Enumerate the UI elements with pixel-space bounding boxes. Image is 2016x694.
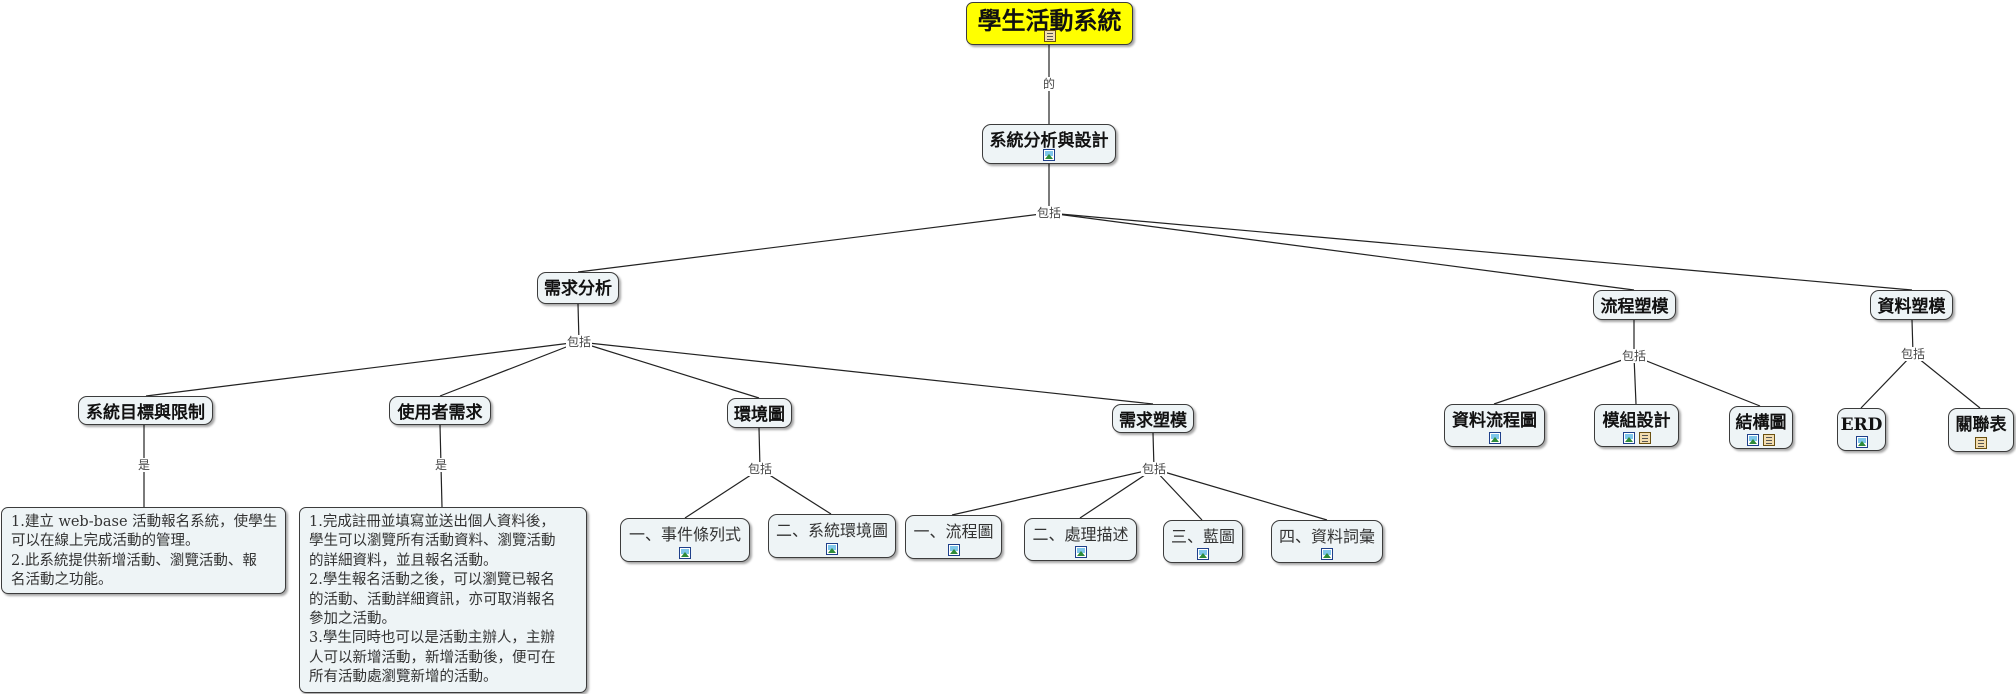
env-child-event-list[interactable]: 一、事件條列式 <box>620 518 750 562</box>
image-icon[interactable] <box>1488 432 1501 444</box>
image-icon[interactable] <box>1043 149 1055 161</box>
data-child-relation-table-label: 關聯表 <box>1955 415 2007 435</box>
process-child-structure-chart-label: 結構圖 <box>1735 413 1787 433</box>
user-needs-line-8: 人可以新增活動，新增活動後，便可在 <box>309 649 556 666</box>
document-icon[interactable] <box>1975 437 1987 449</box>
link-label-is-goals: 是 <box>136 458 152 472</box>
modeling-node-label: 需求塑模 <box>1119 411 1187 431</box>
image-icon[interactable] <box>947 544 960 556</box>
goals-line-2: 可以在線上完成活動的管理。 <box>11 533 200 550</box>
user-needs-node[interactable]: 使用者需求 <box>389 396 491 425</box>
link-label-include-env: 包括 <box>746 462 774 476</box>
user-needs-line-1: 1.完成註冊並填寫並送出個人資料後， <box>309 514 555 530</box>
process-child-structure-chart[interactable]: 結構圖 <box>1729 406 1793 449</box>
goals-description: 1.建立 web-base 活動報名系統，使學生 可以在線上完成活動的管理。 2… <box>1 507 286 594</box>
link-label-include-process: 包括 <box>1620 349 1648 363</box>
image-icon[interactable] <box>1321 548 1333 560</box>
document-icon[interactable] <box>1763 434 1775 446</box>
process-child-module-design-label: 模組設計 <box>1602 411 1671 431</box>
env-child-context-diagram-label: 二、系統環境圖 <box>775 521 888 540</box>
document-icon[interactable] <box>1638 432 1651 444</box>
process-node[interactable]: 流程塑模 <box>1593 290 1676 320</box>
env-node-label: 環境圖 <box>734 405 785 425</box>
requirements-node[interactable]: 需求分析 <box>537 272 619 304</box>
data-node-label: 資料塑模 <box>1877 297 1946 317</box>
goals-line-1: 1.建立 web-base 活動報名系統，使學生 <box>11 514 278 530</box>
link-label-include-modeling: 包括 <box>1140 462 1168 476</box>
data-child-erd[interactable]: ERD <box>1837 408 1886 451</box>
modeling-child-flowchart-label: 一、流程圖 <box>913 522 994 541</box>
root-node-label: 學生活動系統 <box>977 6 1122 35</box>
root-node[interactable]: 學生活動系統 <box>966 2 1133 45</box>
modeling-child-flowchart[interactable]: 一、流程圖 <box>905 515 1002 559</box>
user-needs-line-7: 3.學生同時也可以是活動主辦人，主辦 <box>309 630 555 647</box>
link-label-is-user-needs: 是 <box>433 458 449 472</box>
image-icon[interactable] <box>1622 432 1635 444</box>
user-needs-line-3: 的詳細資料，並且報名活動。 <box>309 552 498 569</box>
user-needs-line-6: 參加之活動。 <box>309 611 396 628</box>
process-child-module-design[interactable]: 模組設計 <box>1594 404 1679 447</box>
user-needs-line-5: 的活動、活動詳細資訊，亦可取消報名 <box>309 591 556 608</box>
process-node-label: 流程塑模 <box>1600 297 1669 317</box>
env-node[interactable]: 環境圖 <box>727 398 792 428</box>
link-label-of: 的 <box>1041 77 1057 91</box>
link-label-include-main: 包括 <box>1035 206 1063 220</box>
image-icon[interactable] <box>1197 548 1209 560</box>
goals-line-4: 名活動之功能。 <box>11 572 113 589</box>
image-icon[interactable] <box>1855 436 1868 448</box>
data-node[interactable]: 資料塑模 <box>1870 290 1953 320</box>
process-child-dfd-label: 資料流程圖 <box>1452 411 1537 431</box>
modeling-child-data-dictionary[interactable]: 四、資料詞彙 <box>1271 520 1383 563</box>
modeling-child-blueprint-label: 三、藍圖 <box>1170 527 1235 546</box>
image-icon[interactable] <box>679 547 691 559</box>
main-node[interactable]: 系統分析與設計 <box>982 124 1116 164</box>
user-needs-line-9: 所有活動處瀏覽新增的活動。 <box>309 669 498 686</box>
goals-node[interactable]: 系統目標與限制 <box>78 396 213 425</box>
user-needs-line-2: 學生可以瀏覽所有活動資料、瀏覽活動 <box>309 533 556 550</box>
requirements-node-label: 需求分析 <box>544 279 612 299</box>
user-needs-line-4: 2.學生報名活動之後，可以瀏覽已報名 <box>309 572 555 589</box>
user-needs-description: 1.完成註冊並填寫並送出個人資料後， 學生可以瀏覽所有活動資料、瀏覽活動 的詳細… <box>299 507 587 693</box>
data-child-erd-label: ERD <box>1840 415 1883 435</box>
image-icon[interactable] <box>1747 434 1759 446</box>
modeling-node[interactable]: 需求塑模 <box>1112 404 1194 433</box>
goals-line-3: 2.此系統提供新增活動、瀏覽活動、報 <box>11 552 257 569</box>
modeling-child-process-desc[interactable]: 二、處理描述 <box>1024 518 1137 561</box>
modeling-child-process-desc-label: 二、處理描述 <box>1032 525 1129 544</box>
modeling-child-data-dictionary-label: 四、資料詞彙 <box>1278 527 1375 546</box>
link-label-include-data: 包括 <box>1899 347 1927 361</box>
env-child-context-diagram[interactable]: 二、系統環境圖 <box>768 514 896 558</box>
link-label-include-requirements: 包括 <box>565 335 593 349</box>
data-child-relation-table[interactable]: 關聯表 <box>1948 408 2014 452</box>
document-icon[interactable] <box>1043 30 1056 42</box>
image-icon[interactable] <box>826 543 838 555</box>
env-child-event-list-label: 一、事件條列式 <box>628 525 741 544</box>
goals-node-label: 系統目標與限制 <box>86 403 205 423</box>
main-node-label: 系統分析與設計 <box>989 131 1109 151</box>
process-child-dfd[interactable]: 資料流程圖 <box>1444 404 1545 447</box>
modeling-child-blueprint[interactable]: 三、藍圖 <box>1163 520 1243 563</box>
image-icon[interactable] <box>1074 546 1087 558</box>
user-needs-node-label: 使用者需求 <box>397 403 483 423</box>
